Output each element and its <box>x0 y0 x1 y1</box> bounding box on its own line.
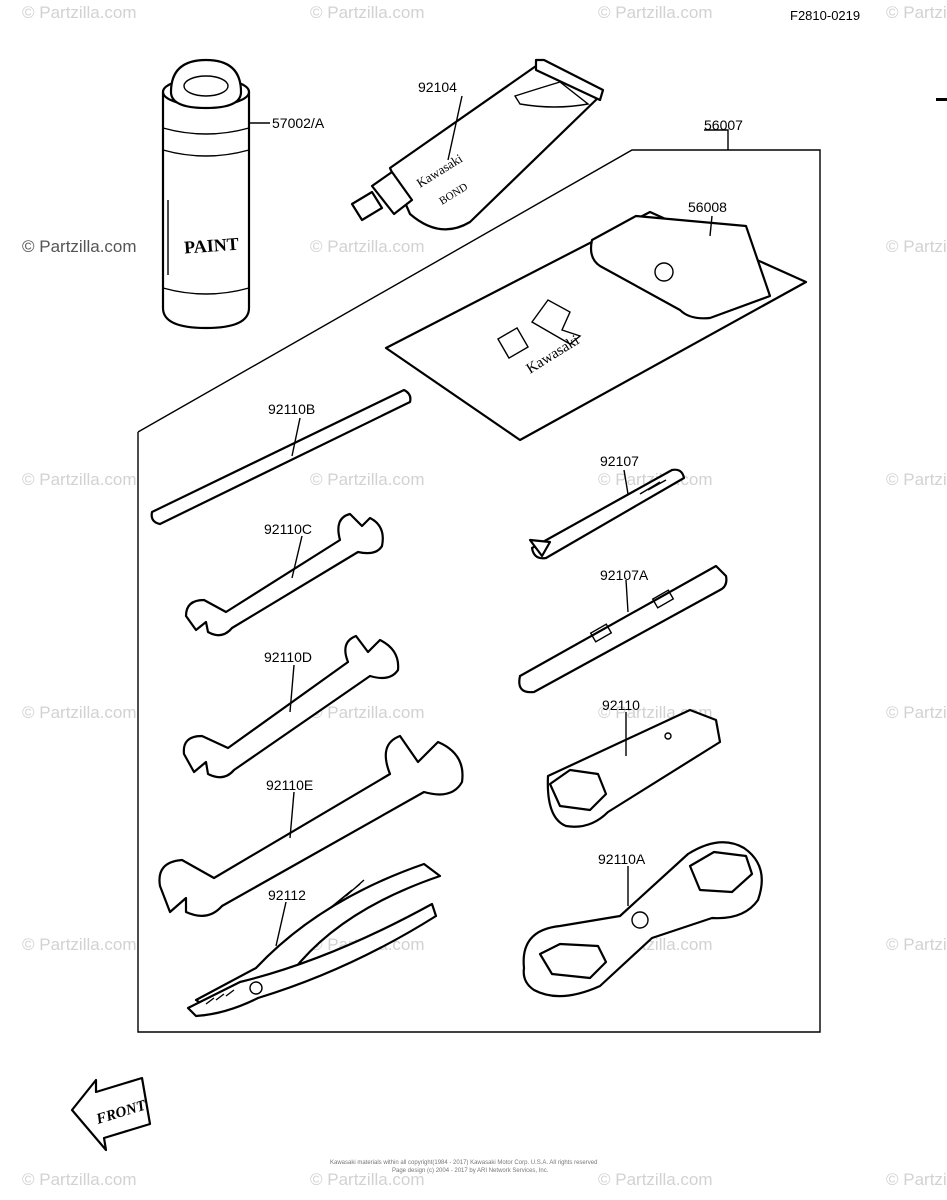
bond-tube-part: Kawasaki BOND <box>350 58 605 231</box>
watermark: © Partzilla.com <box>310 703 425 722</box>
part-label: 56007 <box>704 117 743 133</box>
watermark: © Partzilla.com <box>310 1170 425 1189</box>
front-arrow: FRONT <box>70 1076 152 1152</box>
edge-mark <box>936 98 947 101</box>
copyright-line: Kawasaki materials within all copyright(… <box>330 1160 597 1166</box>
part-label: 92107A <box>600 567 649 583</box>
watermark: © Partzilla.com <box>886 703 947 722</box>
toolkit-outline <box>137 149 821 1033</box>
socket-wrench-part <box>546 708 722 828</box>
watermark: © Partzilla.com <box>886 237 947 256</box>
tool-pouch-part: Kawasaki <box>384 210 808 442</box>
wrench-c-part <box>184 512 384 637</box>
tommy-bar-part <box>150 388 412 526</box>
part-label: 92110B <box>268 401 315 417</box>
box-wrench-part <box>522 841 763 998</box>
part-label: 92110C <box>264 521 312 537</box>
watermark: © Partzilla.com <box>310 3 425 22</box>
watermark: © Partzilla.com <box>310 470 425 489</box>
watermark: © Partzilla.com <box>22 703 137 722</box>
watermark: © Partzilla.com <box>22 935 137 954</box>
leader-lines <box>249 95 729 947</box>
watermark: © Partzilla.com <box>598 3 713 22</box>
wrench-e-part <box>158 734 464 917</box>
part-label: 92104 <box>418 79 457 95</box>
part-label: 92112 <box>268 887 306 903</box>
watermark: © Partzilla.com <box>22 3 137 22</box>
part-label: 92110D <box>264 649 312 665</box>
page-design-line: Page design (c) 2004 - 2017 by ARI Netwo… <box>392 1168 549 1174</box>
can-label: PAINT <box>183 234 239 258</box>
screwdriver-part <box>528 468 686 560</box>
watermark: © Partzilla.com <box>886 935 947 954</box>
watermark: © Partzilla.com <box>598 1170 713 1189</box>
watermark: © Partzilla.com <box>22 470 137 489</box>
drawing-id: F2810-0219 <box>790 8 860 23</box>
watermark: © Partzilla.com <box>22 1170 137 1189</box>
screwdriver-handle-part <box>518 564 728 694</box>
part-label: 57002/A <box>272 115 325 131</box>
watermark: © Partzilla.com <box>886 1170 947 1189</box>
part-labels: 57002/A 92104 56007 56008 92110B 92107 9… <box>264 79 743 903</box>
pliers-part <box>186 862 442 1018</box>
watermark: © Partzilla.com <box>886 3 947 22</box>
watermark: © Partzilla.com <box>310 237 425 256</box>
part-label: 92110E <box>266 777 313 793</box>
watermark: © Partzilla.com <box>886 470 947 489</box>
part-label: 92110A <box>598 851 646 867</box>
part-label: 92110 <box>602 697 640 713</box>
watermark: © Partzilla.com <box>22 237 137 256</box>
part-label: 56008 <box>688 199 727 215</box>
part-label: 92107 <box>600 453 639 469</box>
paint-can-part: PAINT <box>161 58 251 330</box>
